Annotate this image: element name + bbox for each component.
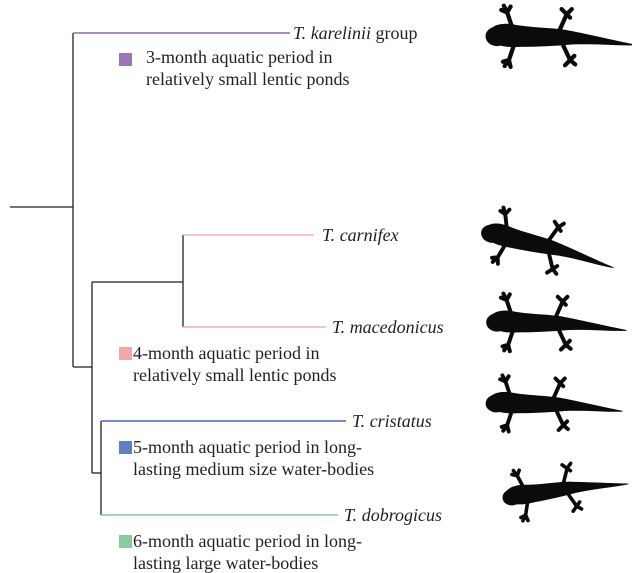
- newt-silhouette-icon: [487, 294, 627, 352]
- taxon-label-carnifex: T. carnifex: [322, 225, 399, 245]
- taxon-label-macedonicus: T. macedonicus: [332, 317, 444, 337]
- taxon-label-cristatus: T. cristatus: [352, 411, 432, 431]
- newt-silhouette-icon: [486, 6, 632, 67]
- newt-silhouette-icon: [496, 449, 632, 527]
- legend-text-line2: relatively small lentic ponds: [133, 365, 337, 385]
- newt-silhouette-icon: [484, 373, 625, 434]
- legend-text-line2: lasting medium size water-bodies: [133, 459, 375, 479]
- legend-text-line2: relatively small lentic ponds: [146, 69, 350, 89]
- legend-swatch-pink: [119, 347, 132, 360]
- legend-text-line1: 4-month aquatic period in: [133, 343, 320, 363]
- newt-silhouette-icon: [473, 202, 623, 290]
- legend-swatch-green: [119, 535, 132, 548]
- legend-text-line2: lasting large water-bodies: [133, 553, 319, 573]
- legend-text-line1: 5-month aquatic period in long-: [133, 437, 362, 457]
- taxon-label-dobrogicus: T. dobrogicus: [344, 505, 443, 525]
- tree-backbone: [10, 33, 184, 474]
- legend-text-line1: 6-month aquatic period in long-: [133, 531, 362, 551]
- legend-swatch-purple: [119, 53, 132, 66]
- taxon-label-karelinii: T. karelinii group: [293, 23, 418, 43]
- legend-swatch-blue: [119, 441, 132, 454]
- legend-text-line1: 3-month aquatic period in: [146, 47, 333, 67]
